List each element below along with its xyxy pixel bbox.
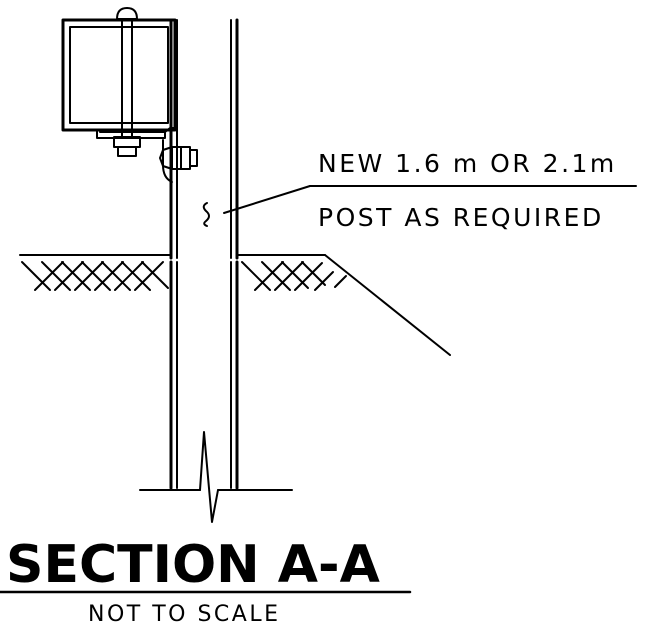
post [169, 18, 239, 490]
callout-line-2: POST AS REQUIRED [318, 203, 604, 232]
callout-leader [202, 185, 637, 227]
callout-line-1: NEW 1.6 m OR 2.1m [318, 149, 617, 178]
ground-right [236, 254, 451, 356]
scale-note: NOT TO SCALE [88, 602, 281, 627]
rail-bolt [113, 7, 141, 157]
ground-left [19, 254, 172, 291]
break-line [139, 431, 293, 523]
side-bolt [159, 146, 198, 170]
section-title: SECTION A-A [6, 535, 380, 595]
rail-block [61, 18, 177, 132]
